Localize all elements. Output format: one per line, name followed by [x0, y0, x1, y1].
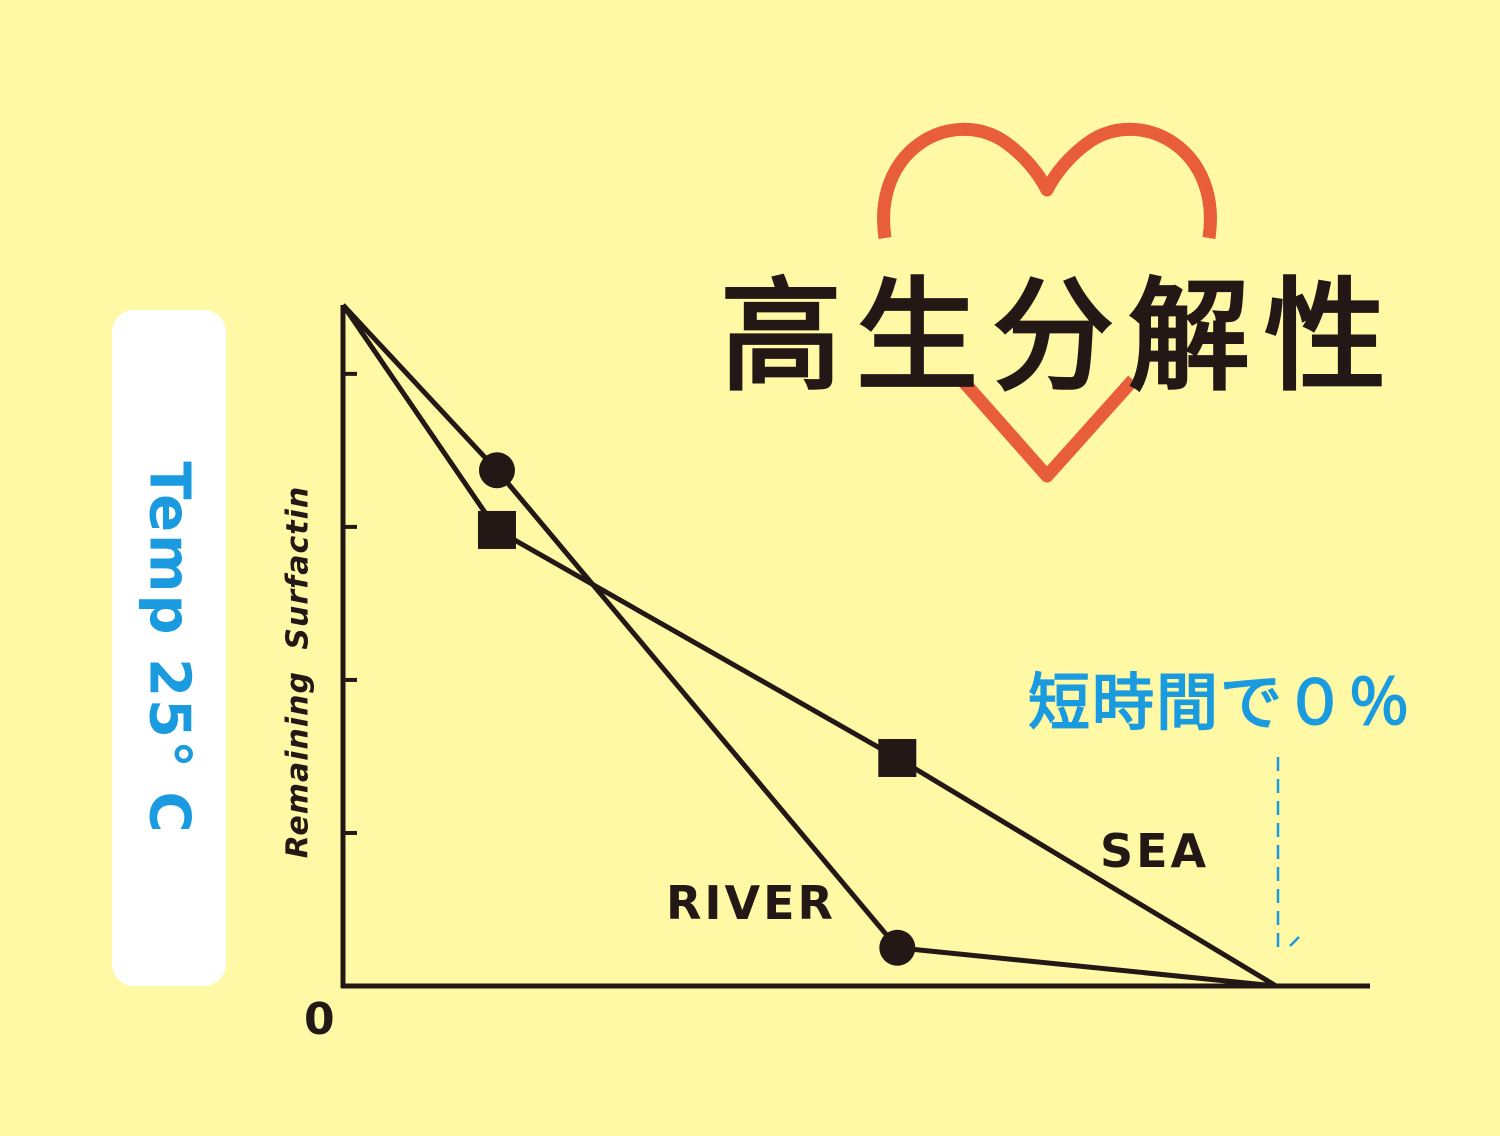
origin-label: 0 — [304, 994, 335, 1045]
series-label-sea: SEA — [1100, 824, 1210, 878]
annotation-text: 短時間で０％ — [1028, 666, 1413, 739]
heart-icon — [877, 122, 1217, 483]
arrow-icon — [1276, 757, 1300, 955]
data-point-river — [478, 452, 515, 489]
data-point-sea — [878, 738, 917, 777]
series-line-sea — [340, 303, 1278, 989]
data-point-river — [879, 929, 916, 966]
temperature-box — [112, 310, 226, 986]
series-label-river: RIVER — [666, 876, 836, 930]
page-title: 高生分解性 — [720, 266, 1400, 408]
series-line-river — [341, 303, 1277, 989]
data-point-sea — [477, 510, 516, 549]
y-axis-label: Remaining Surfactin — [280, 485, 316, 859]
